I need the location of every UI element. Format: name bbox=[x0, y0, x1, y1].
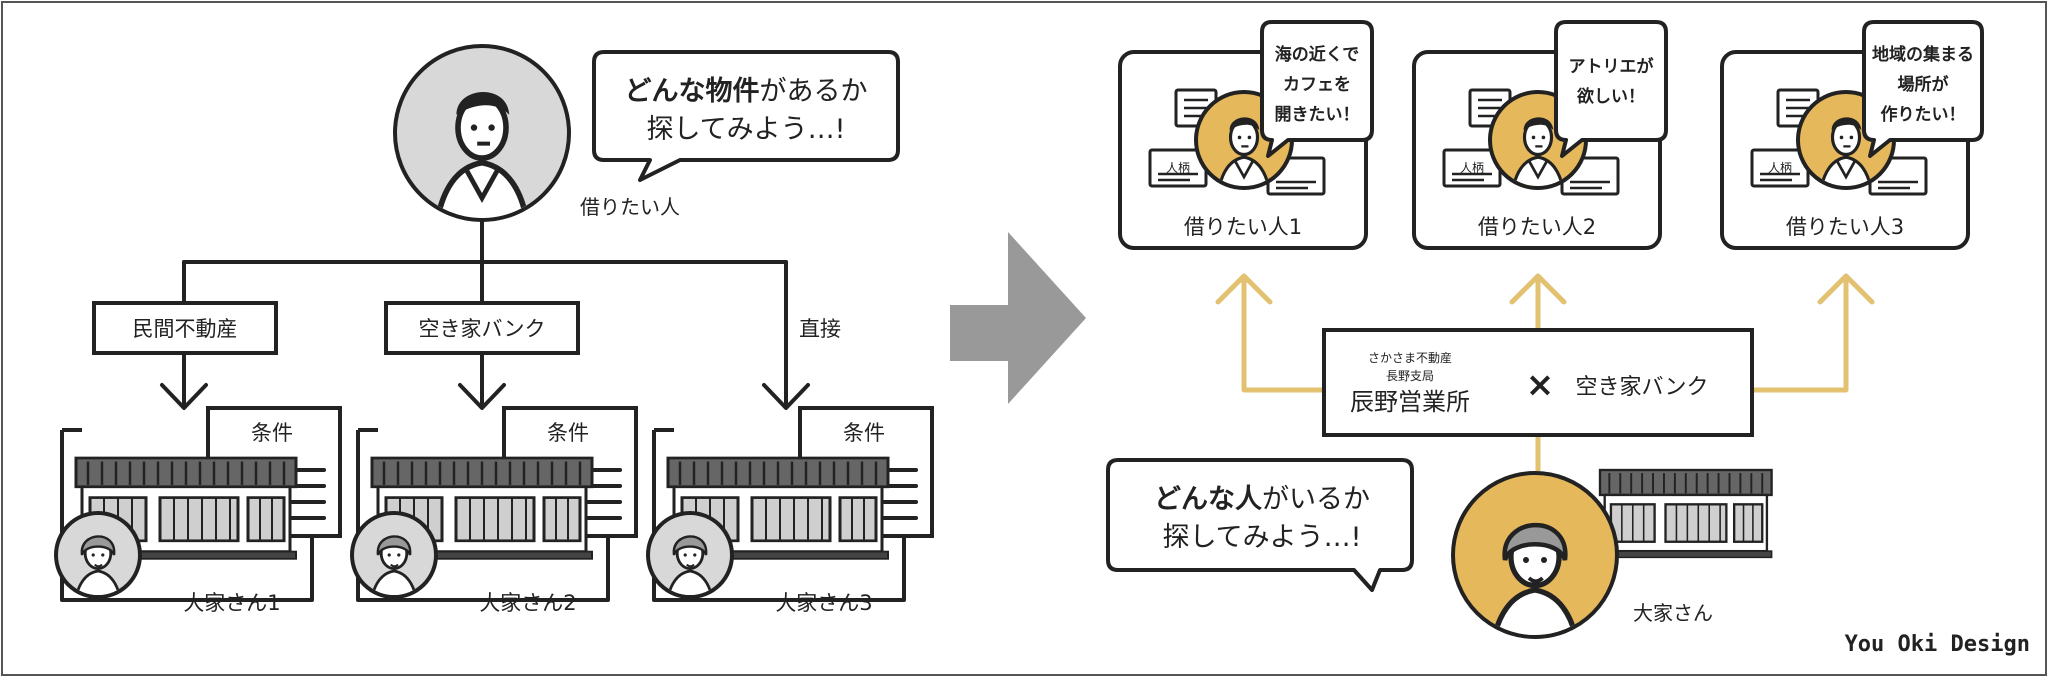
tenant-label: 借りたい人1 bbox=[1184, 215, 1302, 239]
wish-line: アトリエが bbox=[1569, 56, 1654, 77]
profile-tag: 人柄 bbox=[1166, 161, 1190, 175]
owner-label: 大家さん bbox=[1633, 601, 1713, 625]
left-bubble-line2: 探してみよう…! bbox=[646, 114, 845, 145]
wish-line: 海の近くで bbox=[1275, 44, 1360, 65]
route-label: 直接 bbox=[799, 317, 841, 341]
owner-avatar-icon bbox=[646, 511, 734, 599]
left-speech-bubble: どんな物件があるか 探してみよう…! bbox=[592, 50, 900, 182]
wish-line: 作りたい！ bbox=[1881, 104, 1966, 125]
owner-label: 大家さん1 bbox=[183, 591, 280, 615]
right-arrow-icon bbox=[950, 232, 1086, 404]
condition-label: 条件 bbox=[251, 421, 293, 445]
route-box-private-realestate: 民間不動産 bbox=[92, 301, 278, 355]
times-icon: × bbox=[1526, 365, 1555, 405]
condition-label: 条件 bbox=[843, 421, 885, 445]
route-label: 空き家バンク bbox=[418, 317, 545, 341]
owner-avatar-icon bbox=[350, 511, 438, 599]
profile-card-icon: 人柄 bbox=[1148, 88, 1326, 196]
agency-company-small-2: 長野支局 bbox=[1386, 369, 1434, 383]
tenant-label: 借りたい人2 bbox=[1478, 215, 1596, 239]
wish-line: 地域の集まる bbox=[1872, 44, 1974, 65]
condition-label: 条件 bbox=[547, 421, 589, 445]
tenant-label: 借りたい人 bbox=[580, 195, 680, 219]
right-bubble-line2: 探してみよう…! bbox=[1162, 522, 1361, 553]
wish-line: 開きたい！ bbox=[1275, 105, 1360, 125]
up-arrow-icon bbox=[1215, 273, 1875, 473]
profile-card-icon: 人柄 bbox=[1750, 88, 1928, 196]
right-bubble-line1: どんな人がいるか bbox=[1154, 484, 1370, 515]
agency-partner: 空き家バンク bbox=[1575, 375, 1708, 400]
agency-company-small-1: さかさま不動産 bbox=[1368, 350, 1452, 365]
profile-tag: 人柄 bbox=[1460, 161, 1484, 175]
owner-avatar-icon bbox=[1451, 471, 1619, 639]
right-speech-bubble: どんな人がいるか 探してみよう…! bbox=[1106, 458, 1414, 592]
owner-avatar-icon bbox=[54, 511, 142, 599]
route-label: 民間不動産 bbox=[133, 317, 238, 341]
wish-line: 欲しい！ bbox=[1576, 86, 1645, 107]
down-arrow-icon bbox=[160, 383, 810, 410]
left-bubble-line1: どんな物件があるか bbox=[625, 76, 868, 107]
route-box-akiya-bank: 空き家バンク bbox=[384, 301, 580, 355]
agency-company-main: 辰野営業所 bbox=[1350, 388, 1470, 416]
wish-line: カフェを bbox=[1283, 75, 1351, 95]
house-icon bbox=[1598, 468, 1773, 559]
profile-card-icon: 人柄 bbox=[1442, 88, 1620, 196]
owner-label: 大家さん2 bbox=[479, 591, 576, 615]
agency-box: さかさま不動産 長野支局 辰野営業所 × 空き家バンク bbox=[1322, 328, 1754, 437]
tenant-label: 借りたい人3 bbox=[1786, 215, 1904, 239]
profile-tag: 人柄 bbox=[1768, 161, 1792, 175]
brand-credit: You Oki Design bbox=[1845, 632, 2030, 657]
owner-label: 大家さん3 bbox=[775, 591, 872, 615]
tenant-avatar-icon bbox=[393, 44, 571, 222]
route-direct: 直接 bbox=[790, 306, 854, 350]
wish-line: 場所が bbox=[1898, 74, 1949, 95]
